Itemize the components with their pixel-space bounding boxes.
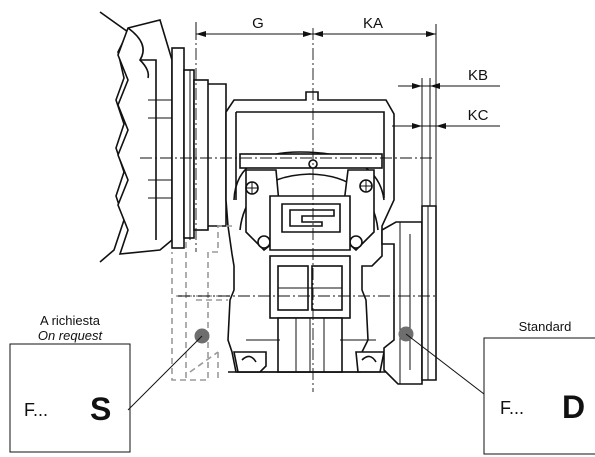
flange-right: [381, 205, 437, 385]
gearbox-housing: [225, 91, 395, 373]
dim-ka-label: KA: [363, 15, 383, 32]
dim-g-label: G: [252, 15, 264, 32]
right-caption: Standard: [519, 319, 572, 334]
left-caption-en: On request: [38, 328, 104, 343]
left-option-box: [9, 343, 131, 453]
right-prefix: F...: [500, 398, 524, 418]
centre-lines: [140, 28, 438, 392]
dimension-lines: [195, 22, 500, 206]
motor-body: [99, 11, 227, 263]
leader-left: [127, 335, 203, 411]
right-code: D: [562, 389, 585, 425]
left-prefix: F...: [24, 400, 48, 420]
left-caption-it: A richiesta: [40, 313, 101, 328]
dim-kc-label: KC: [468, 107, 489, 124]
leader-right: [405, 333, 485, 395]
right-option-box: [483, 337, 595, 455]
left-code: S: [90, 391, 111, 427]
dim-kb-label: KB: [468, 67, 488, 84]
